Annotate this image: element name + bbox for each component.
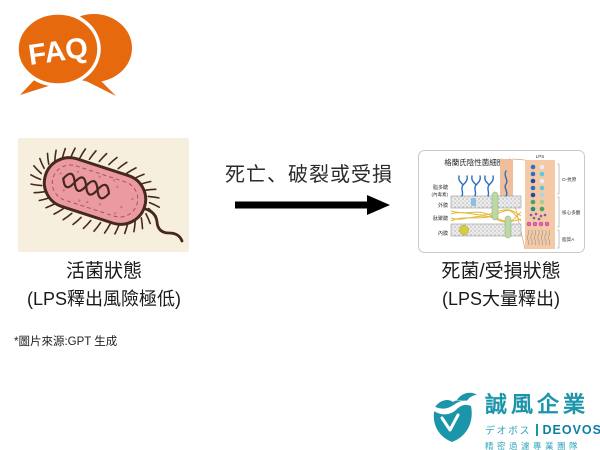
label-core-polysaccharide: 核心多醣 [562,209,581,216]
company-logo-icon [432,392,477,442]
label-endotoxin: (內毒素) [432,191,449,198]
outer-membrane-band [450,195,522,209]
left-caption: 活菌狀態 [65,261,142,282]
section-brackets [557,163,560,249]
label-peptidoglycan: 肽聚醣 [433,215,448,222]
label-lps: LPS [536,154,545,159]
live-bacterium-figure [18,138,189,252]
right-caption-block: 死菌/受損狀態 (LPS大量釋出) [405,258,597,313]
protein-3 [471,198,476,206]
company-name: 誠風企業 [485,392,590,417]
brand-jp: デオボス [485,426,531,437]
bacterium-dna-icon [62,172,111,200]
right-caption: 死菌/受損狀態 [441,261,561,282]
company-logo-text: 誠風企業 デオボス DEOVOS 精密過濾專業團隊 [485,387,600,450]
faq-front-bubble [15,11,101,95]
brand-row: デオボス DEOVOS [485,422,600,438]
inner-membrane-band [450,223,522,237]
left-subcaption: (LPS釋出風險極低) [26,289,181,309]
bacterium-flagellum [140,206,184,243]
protein-2 [504,215,512,239]
label-outer-membrane: 外膜 [438,202,448,209]
cellwall-title: 格蘭氏陰性菌細胞壁 [444,157,512,167]
faq-icon: FAQ [15,11,132,96]
company-tagline: 精密過濾專業團隊 [485,441,582,450]
label-inner-membrane: 內膜 [438,230,448,237]
bacterium-speckles [59,170,134,215]
lipid-a-tails [526,229,551,246]
bacterium-body [42,156,148,226]
right-arrow-icon [235,195,390,215]
label-o-antigen: O-抗原 [562,176,577,183]
lps-molecules [458,170,508,197]
brand-divider [536,423,538,436]
lps-sugar-chain [526,164,550,227]
transition-label: 死亡、破裂或受損 [225,164,393,186]
protein-4 [459,224,469,236]
brand-en: DEOVOS [542,422,600,437]
left-caption-block: 活菌狀態 (LPS釋出風險極低) [8,258,200,313]
source-note: *圖片來源:GPT 生成 [14,336,118,348]
right-subcaption: (LPS大量釋出) [441,289,560,309]
cellwall-diagram: 格蘭氏陰性菌細胞壁 脂多醣 (內毒素) 外膜 肽聚醣 內膜 [418,150,585,253]
label-lipid-a: 脂質A [562,236,575,243]
protein-1 [491,191,499,221]
company-logo: 誠風企業 デオボス DEOVOS 精密過濾專業團隊 [428,387,600,450]
label-lipopolysaccharide: 脂多醣 [433,184,448,191]
